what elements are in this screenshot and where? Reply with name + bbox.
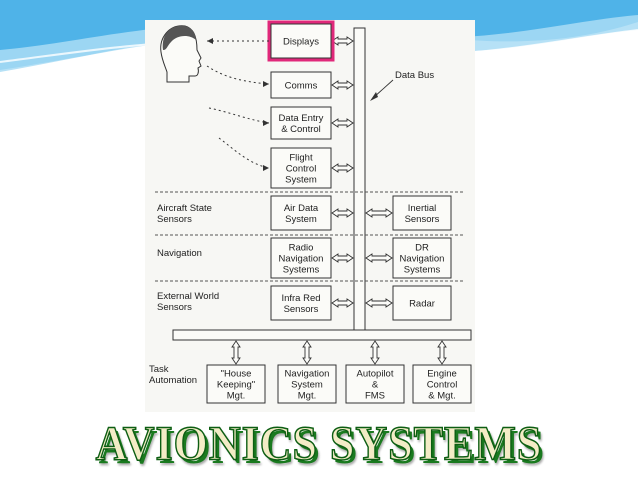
pilot-hair bbox=[162, 25, 196, 50]
box-aircraft-state-left-line-0: Air Data bbox=[284, 203, 319, 214]
link-pilot-data-entry-head bbox=[263, 120, 269, 126]
slide-title: AVIONICS SYSTEMS bbox=[95, 416, 543, 471]
link-pilot-comms bbox=[206, 65, 270, 85]
box-displays bbox=[270, 23, 332, 59]
box-data-entry bbox=[270, 106, 332, 140]
box-navigation-mgt-line-1: System bbox=[291, 380, 323, 391]
box-flight-control-line-0: Flight bbox=[289, 153, 313, 164]
box-navigation-right-line-0: DR bbox=[415, 243, 429, 254]
bottom-bus-bar bbox=[172, 329, 472, 341]
row-label-navigation-0: Navigation bbox=[157, 248, 202, 259]
box-autopilot bbox=[345, 364, 405, 404]
box-aircraft-state-right-line-1: Sensors bbox=[405, 214, 440, 225]
arrow-external-world-left bbox=[331, 298, 354, 308]
box-external-world-left-line-0: Infra Red bbox=[281, 293, 320, 304]
box-navigation-mgt bbox=[277, 364, 337, 404]
box-aircraft-state-left bbox=[270, 195, 332, 231]
box-navigation-right bbox=[392, 237, 452, 279]
box-engine-control-line-2: & Mgt. bbox=[428, 391, 455, 402]
box-house-keeping-line-0: "House bbox=[221, 369, 252, 380]
box-flight-control-line-1: Control bbox=[286, 164, 317, 175]
row-label-aircraft-state-1: Sensors bbox=[157, 214, 192, 225]
link-pilot-flight-control bbox=[218, 137, 270, 169]
box-external-world-right-line-0: Radar bbox=[409, 299, 435, 310]
row-label-external-world-1: Sensors bbox=[157, 302, 192, 313]
box-engine-control-line-1: Control bbox=[427, 380, 458, 391]
box-navigation-left-line-0: Radio bbox=[289, 243, 314, 254]
task-label-1: Automation bbox=[149, 375, 197, 386]
link-pilot-data-entry bbox=[208, 107, 270, 124]
data-bus-label: Data Bus bbox=[395, 70, 434, 81]
box-external-world-left bbox=[270, 285, 332, 321]
box-navigation-left-line-2: Systems bbox=[283, 265, 320, 276]
data-bus bbox=[353, 27, 366, 331]
box-navigation-left-line-1: Navigation bbox=[279, 254, 324, 265]
box-navigation-mgt-line-2: Mgt. bbox=[298, 391, 316, 402]
box-comms bbox=[270, 71, 332, 99]
box-data-entry-line-0: Data Entry bbox=[279, 113, 324, 124]
arrow-navigation-right bbox=[365, 253, 393, 263]
box-data-entry-line-1: & Control bbox=[281, 124, 321, 135]
arrow-external-world-right bbox=[365, 298, 393, 308]
slide-title-wrap: AVIONICS SYSTEMS bbox=[0, 416, 638, 476]
box-autopilot-line-1: & bbox=[372, 380, 379, 391]
box-flight-control bbox=[270, 147, 332, 189]
arrow-flight-control bbox=[331, 163, 354, 173]
box-autopilot-line-0: Autopilot bbox=[357, 369, 394, 380]
box-house-keeping-line-2: Mgt. bbox=[227, 391, 245, 402]
arrow-navigation-left bbox=[331, 253, 354, 263]
arrow-engine-control bbox=[437, 340, 447, 365]
box-displays-line-0: Displays bbox=[283, 37, 319, 48]
link-pilot-displays-head bbox=[207, 38, 213, 44]
data-bus-pointer-head bbox=[370, 92, 378, 101]
task-label-0: Task bbox=[149, 364, 169, 375]
box-aircraft-state-right-line-0: Inertial bbox=[408, 203, 437, 214]
box-flight-control-line-2: System bbox=[285, 175, 317, 186]
arrow-aircraft-state-right bbox=[365, 208, 393, 218]
arrow-aircraft-state-left bbox=[331, 208, 354, 218]
row-label-aircraft-state-0: Aircraft State bbox=[157, 203, 212, 214]
link-pilot-comms-head bbox=[263, 81, 269, 87]
arrow-data-entry bbox=[331, 118, 354, 128]
arrow-comms bbox=[331, 80, 354, 90]
box-aircraft-state-left-line-1: System bbox=[285, 214, 317, 225]
box-navigation-right-line-1: Navigation bbox=[400, 254, 445, 265]
box-external-world-left-line-1: Sensors bbox=[284, 304, 319, 315]
box-navigation-mgt-line-0: Navigation bbox=[285, 369, 330, 380]
link-pilot-flight-control-head bbox=[263, 165, 269, 171]
box-house-keeping-line-1: Keeping" bbox=[217, 380, 255, 391]
box-navigation-right-line-2: Systems bbox=[404, 265, 441, 276]
arrow-displays bbox=[331, 36, 354, 46]
arrow-house-keeping bbox=[231, 340, 241, 365]
arrow-navigation-mgt bbox=[302, 340, 312, 365]
box-autopilot-line-2: FMS bbox=[365, 391, 385, 402]
box-aircraft-state-right bbox=[392, 195, 452, 231]
arrow-autopilot bbox=[370, 340, 380, 365]
row-label-external-world-0: External World bbox=[157, 291, 219, 302]
box-external-world-right bbox=[392, 285, 452, 321]
box-comms-line-0: Comms bbox=[285, 81, 318, 92]
box-engine-control-line-0: Engine bbox=[427, 369, 457, 380]
box-house-keeping bbox=[206, 364, 266, 404]
box-navigation-left bbox=[270, 237, 332, 279]
box-engine-control bbox=[412, 364, 472, 404]
